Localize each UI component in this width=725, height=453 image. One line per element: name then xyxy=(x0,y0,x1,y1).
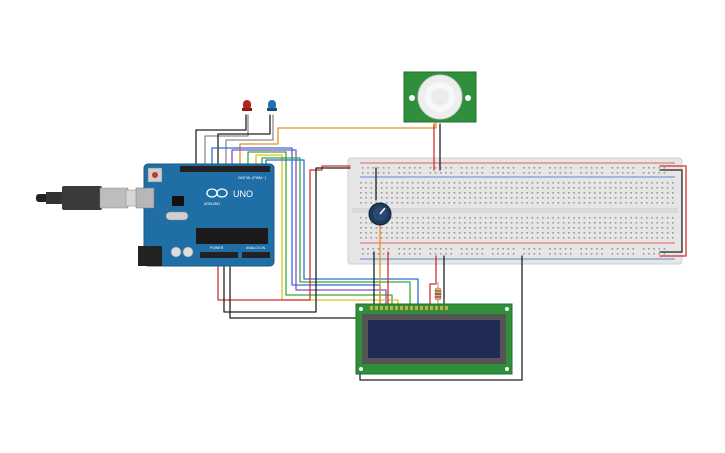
wire-gnd-black-2 xyxy=(229,255,361,319)
breadboard-holes xyxy=(360,167,674,255)
wire-lcd-green xyxy=(247,151,393,307)
wire-red-led-gray xyxy=(204,114,249,171)
wire-5v-red xyxy=(217,165,351,301)
wire-bb-red-lcd xyxy=(429,255,437,307)
wire-rail-red-right xyxy=(659,165,687,257)
board-model-text: UNO xyxy=(233,189,253,199)
power-header-text: POWER xyxy=(210,246,224,250)
wire-lcd-green-2 xyxy=(261,157,411,307)
arduino-logo xyxy=(206,188,228,198)
digital-header-text: DIGITAL (PWM ~) xyxy=(238,176,266,180)
lcd-16x2 xyxy=(355,303,513,375)
wire-lcd-ground-loop xyxy=(359,255,523,381)
analog-header-text: ANALOG IN xyxy=(246,246,266,250)
resistor xyxy=(434,282,442,306)
wire-lcd-purple xyxy=(231,149,387,307)
wire-lcd-blue-2 xyxy=(265,159,419,307)
reset-button xyxy=(152,172,158,178)
board-brand-text: ARDUINO xyxy=(204,202,220,206)
breadboard xyxy=(347,157,683,265)
potentiometer xyxy=(368,202,392,226)
red-led xyxy=(242,100,252,111)
wires xyxy=(195,114,687,381)
wire-rail-black-right xyxy=(659,169,683,253)
wire-lcd-yellow xyxy=(255,154,399,307)
wire-red-led-black xyxy=(195,114,247,171)
arduino-uno: UNO ARDUINO DIGITAL (PWM ~) POWER ANALOG… xyxy=(135,163,275,267)
usb-cable xyxy=(36,186,147,210)
wire-blue-led-gray xyxy=(225,114,274,171)
blue-led xyxy=(267,100,277,111)
wire-blue-led-black xyxy=(217,114,271,171)
wire-gnd-black xyxy=(223,167,351,313)
lcd-pin-header xyxy=(370,306,448,310)
pir-sensor xyxy=(403,71,477,123)
